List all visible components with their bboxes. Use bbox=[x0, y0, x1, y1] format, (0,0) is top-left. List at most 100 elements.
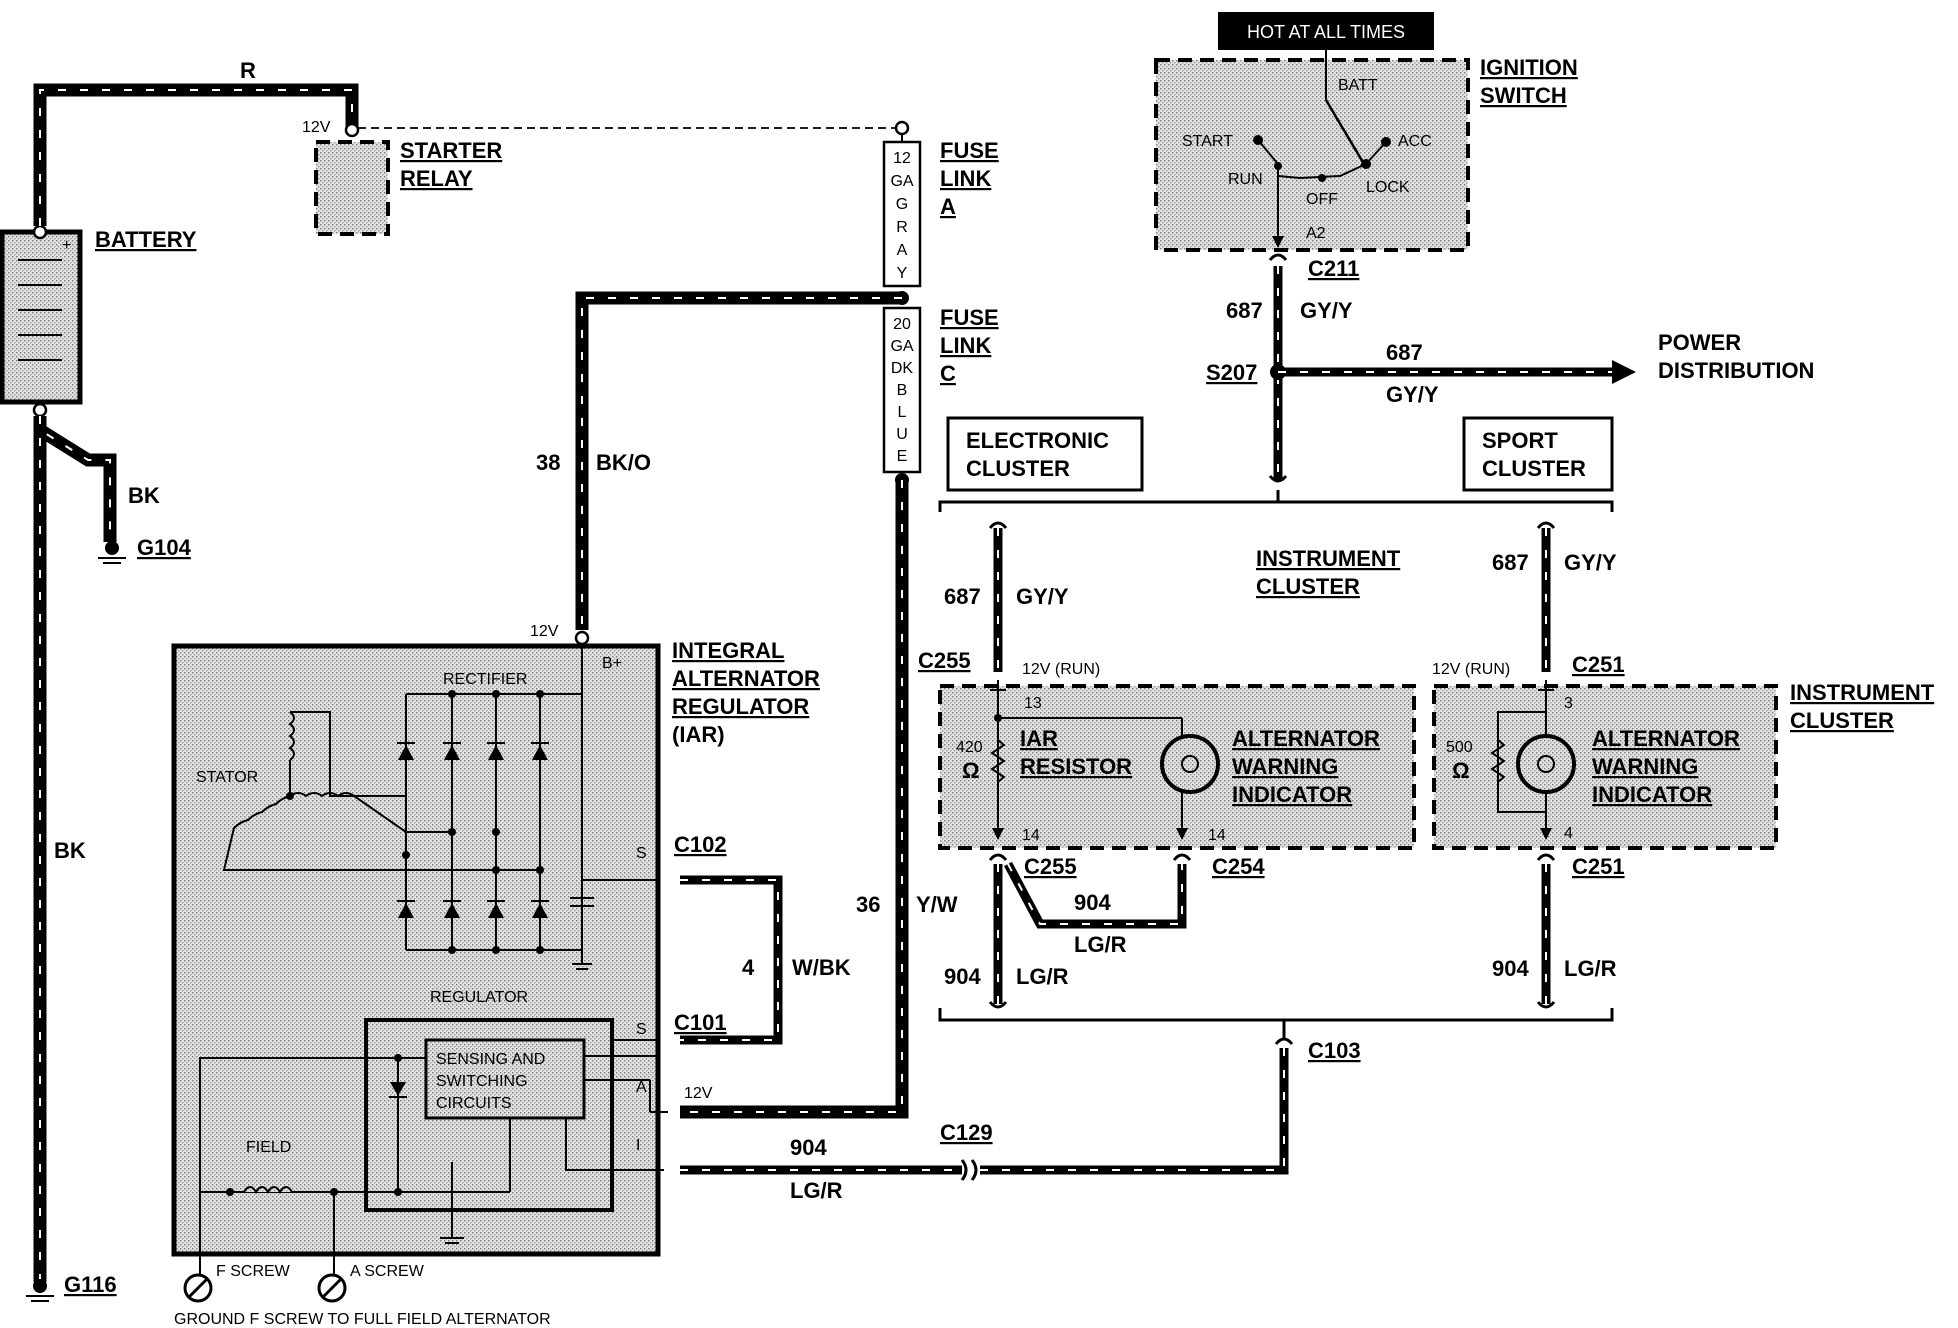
svg-text:B+: B+ bbox=[602, 655, 622, 672]
svg-text:C251: C251 bbox=[1572, 854, 1625, 879]
a-screw-icon bbox=[317, 1273, 347, 1303]
c211-connector-icon bbox=[1268, 253, 1288, 261]
svg-text:FIELD: FIELD bbox=[246, 1139, 291, 1156]
svg-text:12V: 12V bbox=[530, 623, 559, 640]
svg-text:GY/Y: GY/Y bbox=[1386, 382, 1439, 407]
ignition-switch-box bbox=[1154, 58, 1470, 252]
svg-text:BATT: BATT bbox=[1338, 77, 1378, 94]
svg-text:INSTRUMENT: INSTRUMENT bbox=[1790, 680, 1935, 705]
svg-text:S207: S207 bbox=[1206, 360, 1257, 385]
svg-text:BK/O: BK/O bbox=[596, 450, 651, 475]
rectifier bbox=[397, 644, 594, 970]
svg-text:Ω: Ω bbox=[1452, 758, 1470, 783]
electronic-cluster-box bbox=[946, 416, 1144, 492]
svg-text:SWITCHING: SWITCHING bbox=[436, 1073, 528, 1090]
sport-alternator-warning-lamp-icon bbox=[1516, 734, 1576, 794]
regulator-box bbox=[364, 1018, 614, 1212]
svg-text:A SCREW: A SCREW bbox=[350, 1263, 425, 1280]
svg-text:LG/R: LG/R bbox=[790, 1178, 843, 1203]
footer-note: GROUND F SCREW TO FULL FIELD ALTERNATOR bbox=[174, 1311, 551, 1328]
svg-text:B: B bbox=[897, 382, 908, 399]
svg-text:12: 12 bbox=[893, 150, 911, 167]
svg-text:36: 36 bbox=[856, 892, 880, 917]
hot-at-all-times-box bbox=[1218, 12, 1434, 50]
fuse-link-a-line2: LINK bbox=[940, 166, 991, 191]
svg-text:RESISTOR: RESISTOR bbox=[1020, 754, 1132, 779]
svg-text:INTEGRAL: INTEGRAL bbox=[672, 638, 784, 663]
starter-relay-box bbox=[314, 140, 390, 236]
svg-text:Ω: Ω bbox=[962, 758, 980, 783]
svg-text:C251: C251 bbox=[1572, 652, 1625, 677]
svg-text:12V (RUN): 12V (RUN) bbox=[1432, 661, 1510, 678]
svg-text:20: 20 bbox=[893, 316, 911, 333]
svg-text:C129: C129 bbox=[940, 1120, 993, 1145]
fuse-link-c-line1: FUSE bbox=[940, 305, 999, 330]
fuse-link-a-box bbox=[882, 140, 922, 288]
f-screw-icon bbox=[183, 1273, 213, 1303]
svg-text:CLUSTER: CLUSTER bbox=[966, 456, 1070, 481]
svg-text:LOCK: LOCK bbox=[1366, 179, 1410, 196]
svg-text:POWER: POWER bbox=[1658, 330, 1741, 355]
svg-text:CLUSTER: CLUSTER bbox=[1790, 708, 1894, 733]
wire-bk-upper-label: BK bbox=[128, 483, 160, 508]
svg-text:INDICATOR: INDICATOR bbox=[1592, 782, 1712, 807]
svg-text:14: 14 bbox=[1022, 827, 1040, 844]
svg-text:Y: Y bbox=[897, 265, 908, 282]
fuse-link-a-line3: A bbox=[940, 194, 956, 219]
svg-text:12V (RUN): 12V (RUN) bbox=[1022, 661, 1100, 678]
svg-text:+: + bbox=[62, 237, 71, 254]
svg-text:14: 14 bbox=[1208, 827, 1226, 844]
c103-bracket bbox=[938, 1008, 1614, 1022]
svg-text:L: L bbox=[898, 404, 907, 421]
svg-text:RECTIFIER: RECTIFIER bbox=[443, 671, 527, 688]
svg-text:38: 38 bbox=[536, 450, 560, 475]
battery: + bbox=[0, 224, 83, 418]
stator-coils bbox=[222, 711, 540, 871]
wire-36-y-w bbox=[680, 480, 909, 1119]
svg-text:12V: 12V bbox=[684, 1085, 713, 1102]
svg-text:C103: C103 bbox=[1308, 1038, 1361, 1063]
svg-text:SENSING AND: SENSING AND bbox=[436, 1051, 545, 1068]
svg-text:STATOR: STATOR bbox=[196, 769, 258, 786]
svg-text:ACC: ACC bbox=[1398, 133, 1432, 150]
svg-text:U: U bbox=[896, 426, 908, 443]
svg-text:S: S bbox=[636, 1021, 647, 1038]
svg-text:S: S bbox=[636, 845, 647, 862]
wire-red bbox=[33, 83, 359, 226]
svg-text:C254: C254 bbox=[1212, 854, 1265, 879]
svg-text:904: 904 bbox=[944, 964, 981, 989]
ground-g116-icon bbox=[26, 1279, 54, 1302]
fuse-link-a-line1: FUSE bbox=[940, 138, 999, 163]
svg-text:687: 687 bbox=[1492, 550, 1529, 575]
svg-text:DK: DK bbox=[891, 360, 914, 377]
svg-text:IAR: IAR bbox=[1020, 726, 1058, 751]
svg-text:ELECTRONIC: ELECTRONIC bbox=[966, 428, 1109, 453]
svg-text:GY/Y: GY/Y bbox=[1016, 584, 1069, 609]
svg-text:687: 687 bbox=[944, 584, 981, 609]
svg-text:C255: C255 bbox=[918, 648, 971, 673]
svg-text:LG/R: LG/R bbox=[1564, 956, 1617, 981]
svg-text:A2: A2 bbox=[1306, 225, 1326, 242]
svg-text:4: 4 bbox=[742, 955, 755, 980]
alternator-warning-lamp-icon bbox=[1160, 734, 1220, 794]
svg-text:GY/Y: GY/Y bbox=[1300, 298, 1353, 323]
svg-text:(IAR): (IAR) bbox=[672, 722, 725, 747]
svg-text:ALTERNATOR: ALTERNATOR bbox=[1232, 726, 1380, 751]
svg-text:Y/W: Y/W bbox=[916, 892, 958, 917]
svg-text:GA: GA bbox=[890, 173, 913, 190]
svg-text:ALTERNATOR: ALTERNATOR bbox=[1592, 726, 1740, 751]
wire-38-bk-o bbox=[575, 291, 902, 630]
svg-text:CLUSTER: CLUSTER bbox=[1482, 456, 1586, 481]
svg-text:R: R bbox=[896, 219, 908, 236]
c129-connector-icon bbox=[960, 1159, 978, 1181]
svg-text:420: 420 bbox=[956, 739, 983, 756]
wire-red-label: R bbox=[240, 58, 256, 83]
fuse-link-c-line2: LINK bbox=[940, 333, 991, 358]
svg-text:A: A bbox=[636, 1079, 647, 1096]
svg-text:HOT AT ALL TIMES: HOT AT ALL TIMES bbox=[1247, 22, 1405, 42]
svg-text:GA: GA bbox=[890, 338, 913, 355]
sport-cluster-indicator-box bbox=[1432, 684, 1778, 850]
starter-relay-line2: RELAY bbox=[400, 166, 473, 191]
svg-text:687: 687 bbox=[1386, 340, 1423, 365]
